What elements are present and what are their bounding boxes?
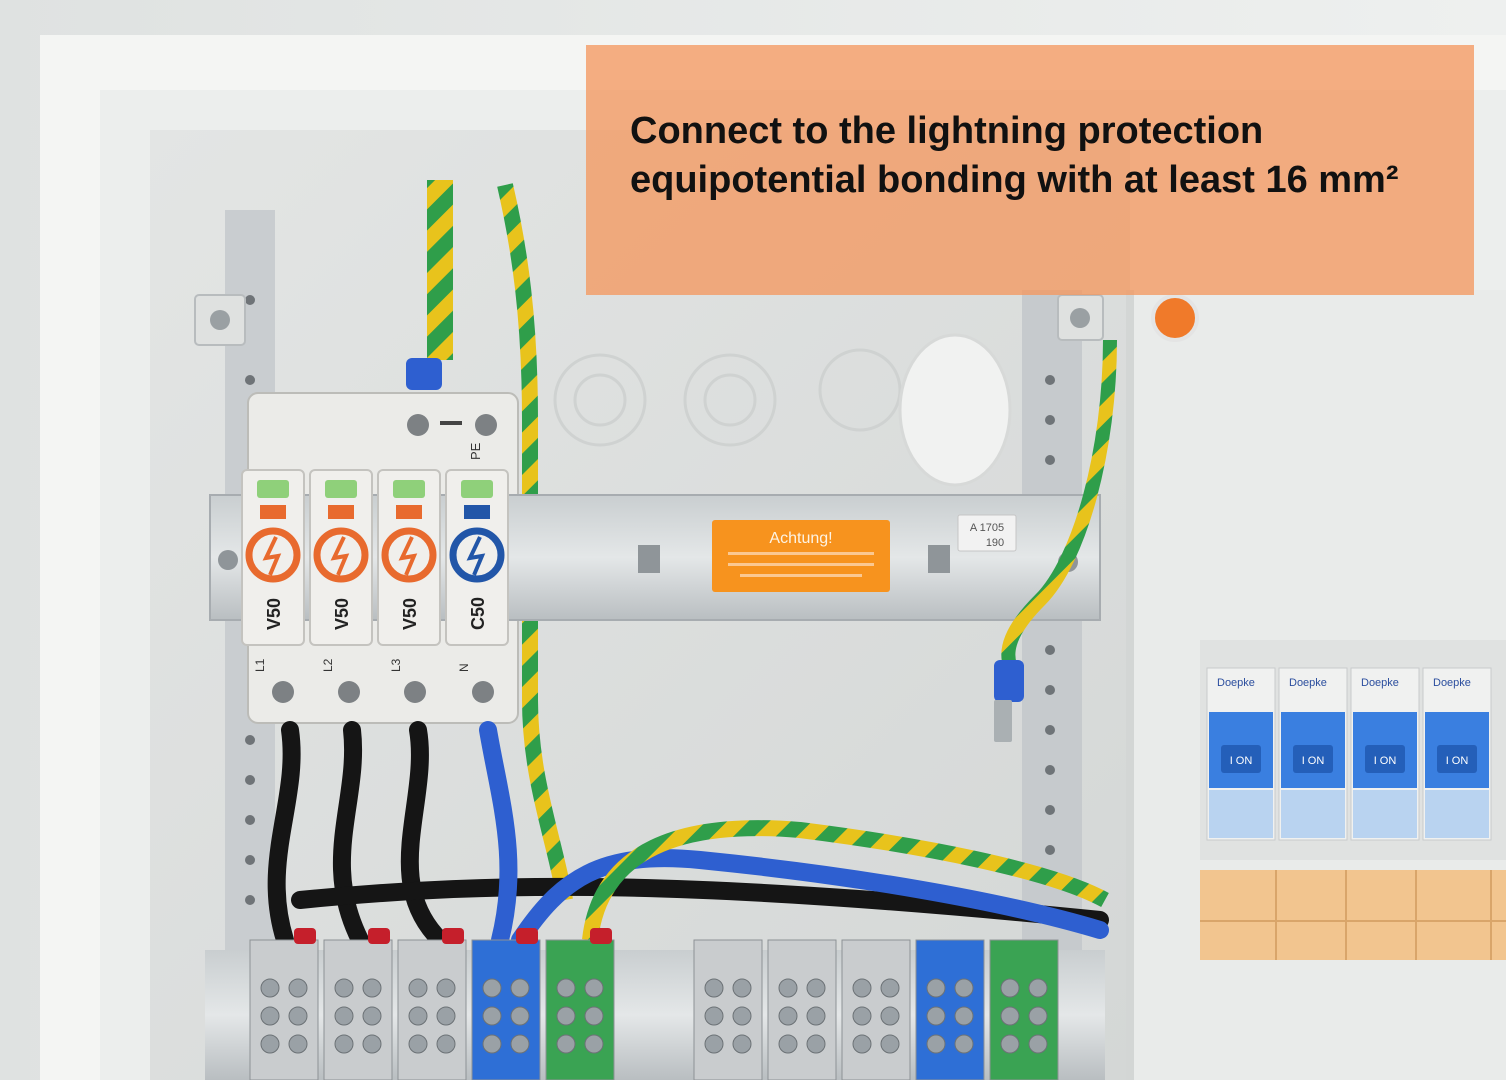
obo-logo-icon [396,505,422,519]
terminal-block [323,928,393,1080]
ferrule-blue [406,358,442,390]
breaker-toggle [1437,745,1477,773]
cable-grommet [898,333,1012,487]
terminal-blocks [249,928,1059,1080]
terminal-block [915,939,985,1080]
breaker-brand: Doepke [1361,677,1399,689]
lightning-symbol-icon [245,527,301,583]
status-window [325,480,357,498]
red-cap [442,928,464,944]
terminal-block [397,928,467,1080]
neutral-cables [479,721,1109,949]
breaker-lower-cover [1353,790,1417,838]
terminal-block [989,939,1059,1080]
lightning-symbol-icon [313,527,369,583]
breaker-toggle [1221,745,1261,773]
circuit-breakers: Doepke I ON Doepke I ON Doepke I ON Doepke I ON [1206,667,1492,841]
earth-cable-down [497,183,573,902]
red-cap [516,928,538,944]
breaker-label-strip [1200,870,1506,960]
rail-tag-line1: A 1705 [970,522,1004,534]
rail-screw-icon [218,550,238,570]
phase-cables [267,721,1109,949]
breaker-brand: Doepke [1289,677,1327,689]
breaker-lower-cover [1425,790,1489,838]
breaker-switch-label: I ON [1446,755,1469,767]
knockouts [553,348,902,447]
bonding-earth-cable [1001,339,1117,668]
caption-line-1: Connect to the lightning protection [630,110,1264,152]
rail-tag-line2: 190 [986,537,1004,549]
status-window [393,480,425,498]
caption-overlay: Connect to the lightning protection equi… [586,45,1474,295]
breaker-toggle [1365,745,1405,773]
circuit-breaker: Doepke I ON [1350,667,1420,841]
label-strip-dividers [1200,870,1506,960]
warning-label: Achtung! [712,520,890,592]
module-terminal: L1 [253,658,267,672]
cover-edge [1126,290,1134,1080]
obo-logo-icon [464,505,490,519]
rail-slots [638,545,950,573]
terminal-block [471,928,541,1080]
ferrule-pin [994,700,1012,742]
terminal-block [841,939,911,1080]
status-window [257,480,289,498]
red-cap [294,928,316,944]
breaker-brand: Doepke [1433,677,1471,689]
ferrule-blue [994,660,1024,702]
circuit-breaker: Doepke I ON [1422,667,1492,841]
lightning-symbol-icon [449,527,505,583]
circuit-breaker: Doepke I ON [1278,667,1348,841]
breaker-switch-label: I ON [1302,755,1325,767]
module-model: V50 [264,598,284,630]
warning-title: Achtung! [769,530,832,547]
lightning-symbol-icon [381,527,437,583]
earth-cable-lower [582,820,1109,942]
breaker-brand: Doepke [1217,677,1255,689]
obo-logo-icon [260,505,286,519]
pe-label: PE [468,442,483,460]
obo-logo-icon [328,505,354,519]
module-terminal: N [457,663,471,672]
terminal-block [249,928,319,1080]
breaker-lower-cover [1281,790,1345,838]
red-cap [368,928,390,944]
rail-tag: A 1705 190 [957,514,1017,552]
breaker-lower-cover [1209,790,1273,838]
caption-line-2: equipotential bonding with at least 16 m… [630,159,1399,201]
terminal-block [545,928,615,1080]
terminal-block [693,939,763,1080]
earth-terminal-sticker-icon [1151,294,1199,342]
arrester-lower-terminals [272,681,494,703]
breaker-switch-label: I ON [1230,755,1253,767]
module-model: V50 [332,598,352,630]
clamp-screw-icon [1070,308,1090,328]
module-model: V50 [400,598,420,630]
red-cap [590,928,612,944]
terminal-block [767,939,837,1080]
clamp-screw-icon [210,310,230,330]
circuit-breaker: Doepke I ON [1206,667,1276,841]
module-model: C50 [468,597,488,630]
module-terminal: L3 [389,658,403,672]
breaker-switch-label: I ON [1374,755,1397,767]
breaker-toggle [1293,745,1333,773]
module-terminal: L2 [321,658,335,672]
status-window [461,480,493,498]
